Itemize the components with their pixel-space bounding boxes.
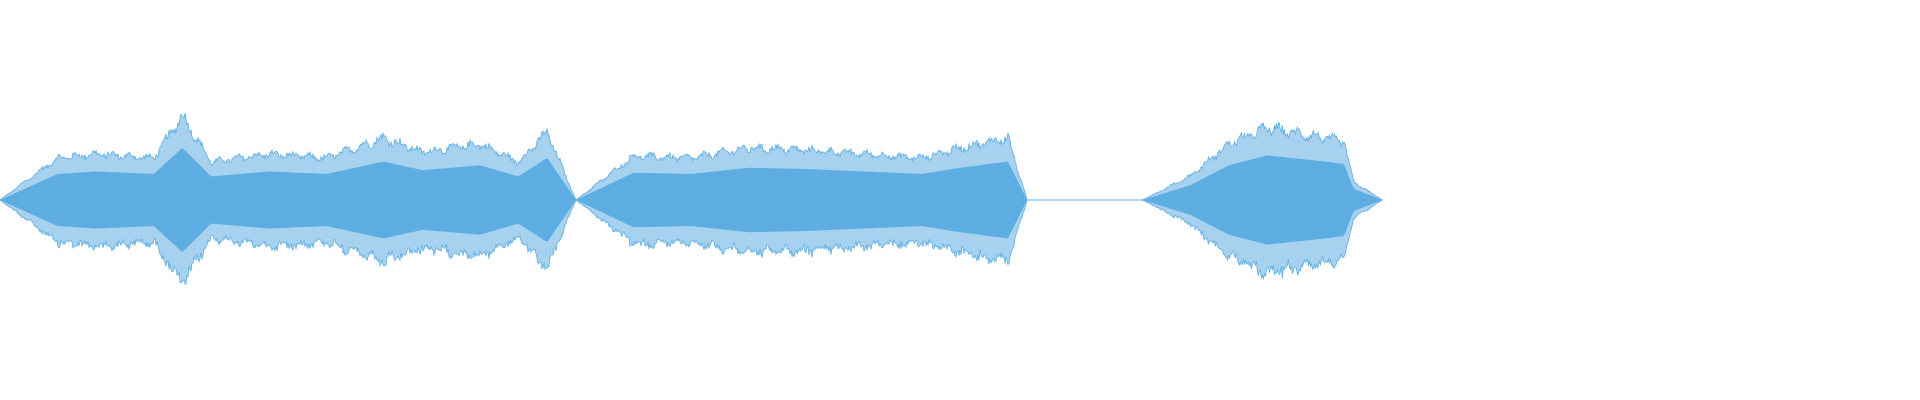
waveform-core-segment-1 [0,148,576,252]
waveform-core-segment-2 [576,161,1026,239]
waveform-group [0,113,1384,286]
waveform-core-segment-3 [1142,155,1383,245]
